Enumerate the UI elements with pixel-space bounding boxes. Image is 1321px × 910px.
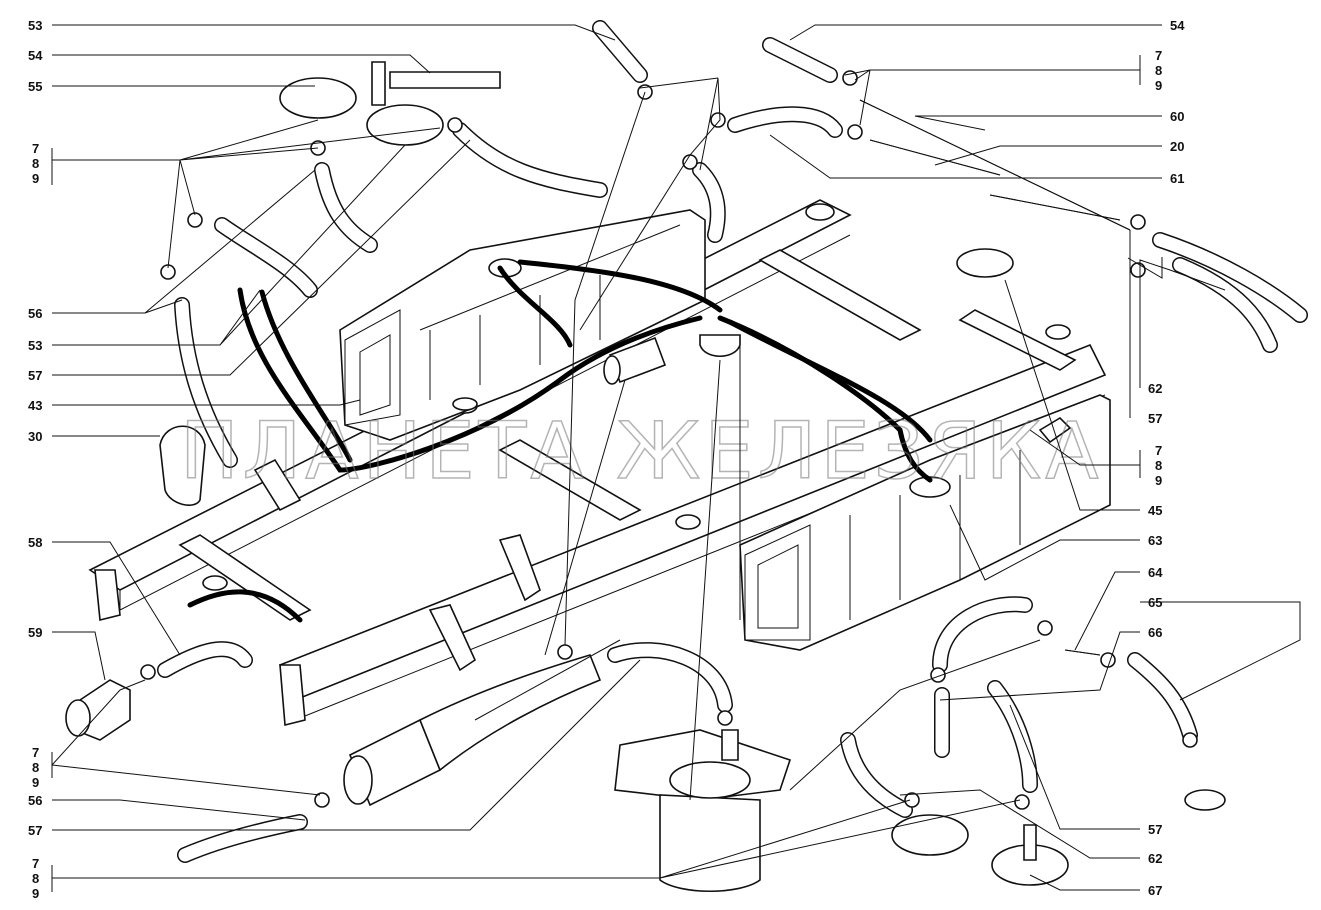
hoses <box>157 20 1308 863</box>
callout-56: 56 <box>28 793 42 808</box>
callout-57: 57 <box>28 368 42 383</box>
callout-9: 9 <box>1155 473 1162 488</box>
callout-53: 53 <box>28 18 42 33</box>
callout-30: 30 <box>28 429 42 444</box>
callout-54: 54 <box>1170 18 1185 33</box>
callout-8: 8 <box>32 871 39 886</box>
callout-20: 20 <box>1170 139 1184 154</box>
callout-7: 7 <box>32 141 39 156</box>
callout-53: 53 <box>28 338 42 353</box>
callout-67: 67 <box>1148 883 1162 898</box>
callout-45: 45 <box>1148 503 1162 518</box>
callout-9: 9 <box>32 171 39 186</box>
callout-65: 65 <box>1148 595 1162 610</box>
left-callouts: 53 54 55 7 8 9 56 53 57 43 30 58 59 7 8 … <box>28 18 43 901</box>
callout-9: 9 <box>1155 78 1162 93</box>
callout-57: 57 <box>28 823 42 838</box>
callout-57: 57 <box>1148 822 1162 837</box>
hose-clamps <box>140 70 1198 810</box>
callout-7: 7 <box>32 856 39 871</box>
callout-8: 8 <box>1155 458 1162 473</box>
main-fuel-tank <box>339 209 706 441</box>
callout-7: 7 <box>32 745 39 760</box>
callout-7: 7 <box>1155 48 1162 63</box>
callout-63: 63 <box>1148 533 1162 548</box>
callout-62: 62 <box>1148 381 1162 396</box>
right-callouts: 54 7 8 9 60 20 61 62 57 7 8 9 45 63 64 6… <box>1148 18 1185 898</box>
callout-64: 64 <box>1148 565 1163 580</box>
callout-61: 61 <box>1170 171 1184 186</box>
callout-8: 8 <box>32 156 39 171</box>
watermark: ПЛАНЕТА ЖЕЛЕЗЯКА <box>180 407 1103 497</box>
callout-59: 59 <box>28 625 42 640</box>
callout-56: 56 <box>28 306 42 321</box>
fuel-filters <box>343 334 792 892</box>
callout-43: 43 <box>28 398 42 413</box>
callout-66: 66 <box>1148 625 1162 640</box>
callout-54: 54 <box>28 48 43 63</box>
auxiliary-fuel-tank <box>739 248 1111 651</box>
callout-9: 9 <box>32 775 39 790</box>
callout-7: 7 <box>1155 443 1162 458</box>
callout-58: 58 <box>28 535 42 550</box>
callout-8: 8 <box>32 760 39 775</box>
fuel-lines <box>187 259 933 623</box>
callout-62: 62 <box>1148 851 1162 866</box>
callout-57: 57 <box>1148 411 1162 426</box>
callout-9: 9 <box>32 886 39 901</box>
callout-60: 60 <box>1170 109 1184 124</box>
callout-8: 8 <box>1155 63 1162 78</box>
callout-55: 55 <box>28 79 42 94</box>
steel-tubes <box>859 99 1131 656</box>
leader-lines <box>51 24 1301 892</box>
